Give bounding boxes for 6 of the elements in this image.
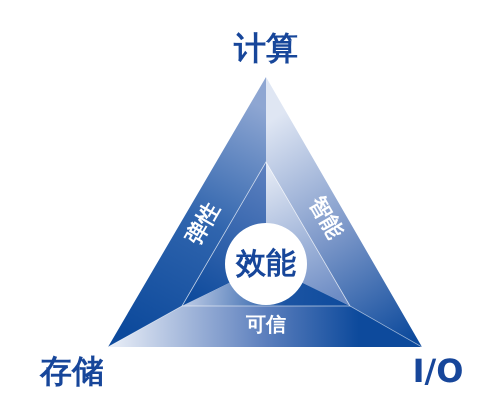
vertex-label: 计算 (234, 32, 298, 64)
vertex-label: I/O (412, 355, 464, 387)
face-label: 智能 (304, 193, 346, 243)
face-label: 弹性 (183, 199, 225, 249)
face-label: 可信 (246, 314, 286, 334)
vertex-label: 存储 (40, 355, 104, 387)
